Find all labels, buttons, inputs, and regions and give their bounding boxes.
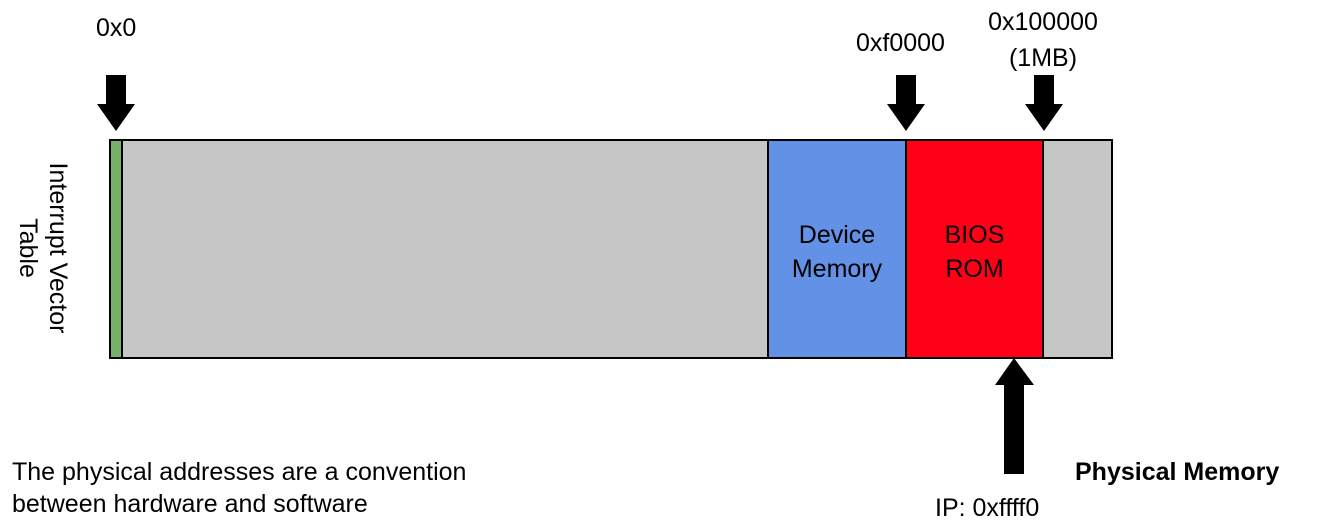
device-memory-label-line2: Memory bbox=[791, 255, 883, 283]
bios-rom-label: BIOS ROM bbox=[906, 218, 1043, 286]
device-memory-segment bbox=[767, 139, 907, 359]
address-end-label: 0x100000 bbox=[988, 8, 1098, 36]
interrupt-vector-table-segment bbox=[109, 139, 123, 359]
bios-rom-label-line1: BIOS bbox=[944, 221, 1005, 249]
diagram-title: Physical Memory bbox=[1075, 458, 1280, 486]
device-memory-label-line1: Device bbox=[798, 221, 876, 249]
address-end-size-label: (1MB) bbox=[1008, 44, 1078, 72]
instruction-pointer-label: IP: 0xffff0 bbox=[935, 494, 1040, 522]
arrow-down-icon bbox=[97, 75, 135, 131]
caption-line-1: The physical addresses are a convention bbox=[12, 458, 467, 486]
caption-line-2: between hardware and software bbox=[12, 490, 368, 518]
arrow-down-icon bbox=[887, 75, 925, 131]
address-start-label: 0x0 bbox=[96, 14, 137, 42]
address-bios-start-label: 0xf0000 bbox=[856, 29, 945, 57]
interrupt-vector-table-label: Interrupt Vector Table bbox=[14, 162, 72, 334]
arrow-down-icon bbox=[1025, 75, 1063, 131]
bios-rom-label-line2: ROM bbox=[945, 255, 1004, 283]
arrow-up-icon bbox=[995, 358, 1034, 474]
device-memory-label: Device Memory bbox=[768, 218, 906, 286]
bios-rom-segment bbox=[905, 139, 1044, 359]
